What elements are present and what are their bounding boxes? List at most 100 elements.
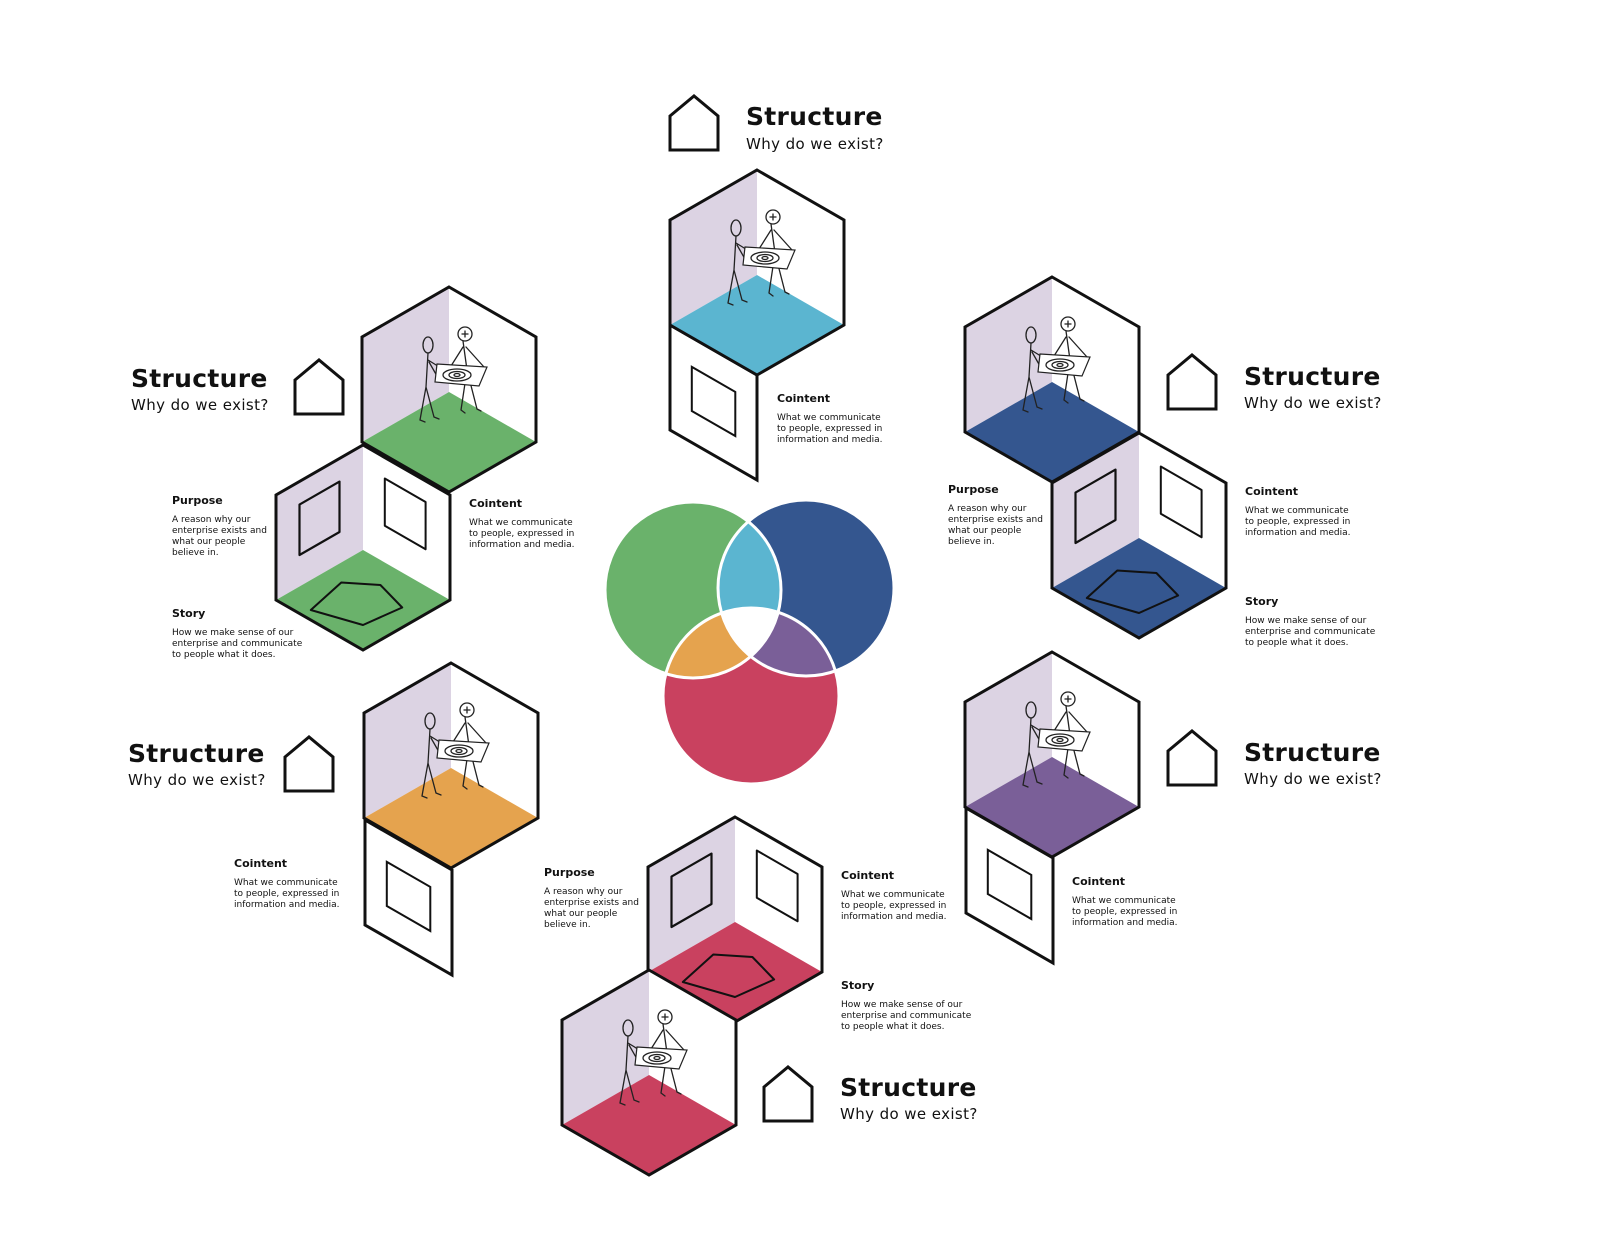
venn-diagram xyxy=(603,498,896,786)
map-contour xyxy=(1056,362,1064,368)
person-body xyxy=(421,728,444,799)
content-square-icon xyxy=(986,848,1033,921)
map-sketch xyxy=(1037,353,1091,377)
content-label: Cointent xyxy=(1072,875,1126,888)
person-body xyxy=(419,352,442,423)
purpose-desc: A reason why our enterprise exists and w… xyxy=(172,515,267,558)
map-contour xyxy=(648,1053,666,1063)
purpose-rounded-square-icon xyxy=(298,480,341,557)
person-body xyxy=(650,1013,685,1097)
purpose-label: Purpose xyxy=(948,483,999,496)
people-sketch-icon xyxy=(1022,316,1091,413)
house-icon xyxy=(762,1065,814,1123)
heading-orange: Structure xyxy=(128,739,265,768)
map-contour xyxy=(1051,735,1069,745)
subheading-blue: Why do we exist? xyxy=(1244,394,1382,412)
people-sketch-icon xyxy=(619,1009,688,1106)
content-square-icon xyxy=(385,860,432,933)
subheading-red: Why do we exist? xyxy=(840,1105,978,1123)
cube-blue-elements xyxy=(1050,431,1228,640)
purpose-desc: A reason why our enterprise exists and w… xyxy=(544,887,639,930)
story-pentagon-icon xyxy=(309,581,404,626)
content-square-icon xyxy=(383,477,427,551)
content-desc: What we communicate to people, expressed… xyxy=(777,413,883,445)
purpose-label: Purpose xyxy=(544,866,595,879)
people-sketch-icon xyxy=(727,209,796,306)
person-head xyxy=(457,326,473,342)
content-desc: What we communicate to people, expressed… xyxy=(1072,896,1178,928)
content-square-icon xyxy=(1159,465,1203,539)
story-desc: How we make sense of our enterprise and … xyxy=(172,628,303,660)
person-head xyxy=(459,702,475,718)
person-body xyxy=(1053,320,1088,404)
content-label: Cointent xyxy=(1245,485,1299,498)
subheading-purple: Why do we exist? xyxy=(1244,770,1382,788)
person-body xyxy=(1022,717,1045,788)
cube-green-room xyxy=(360,285,538,494)
content-wall xyxy=(363,817,454,978)
cube-purple-room xyxy=(963,650,1141,859)
map-contour xyxy=(653,1055,661,1061)
house-icon xyxy=(668,94,720,152)
person-body xyxy=(727,235,750,306)
map-contour xyxy=(642,1051,672,1065)
story-pentagon-icon xyxy=(681,953,776,998)
subheading-top: Why do we exist? xyxy=(746,135,884,153)
map-contour xyxy=(756,253,774,263)
cube-green-elements xyxy=(274,443,452,652)
cube-top-cyan xyxy=(668,168,846,377)
map-sketch xyxy=(436,739,490,763)
person-body xyxy=(450,330,485,414)
people-sketch-icon xyxy=(1022,691,1091,788)
cube-orange-room xyxy=(362,661,540,870)
cube-outline xyxy=(560,968,738,1177)
cube-outline xyxy=(963,650,1141,859)
heading-purple: Structure xyxy=(1244,738,1381,767)
purpose-desc: A reason why our enterprise exists and w… xyxy=(948,504,1043,547)
venn-overlap-green-red-shape xyxy=(663,608,781,678)
venn-overlap-blue-red-shape xyxy=(718,608,839,676)
map-contour xyxy=(444,744,474,758)
content-desc: What we communicate to people, expressed… xyxy=(234,878,340,910)
subheading-orange: Why do we exist? xyxy=(128,771,266,789)
person-head xyxy=(1060,316,1076,332)
cube-outline xyxy=(362,661,540,870)
content-label: Cointent xyxy=(777,392,831,405)
person-body xyxy=(1022,342,1045,413)
content-desc: What we communicate to people, expressed… xyxy=(469,518,575,550)
map-contour xyxy=(453,372,461,378)
venn-overlap-green-red xyxy=(663,608,781,678)
map-contour xyxy=(442,368,472,382)
story-label: Story xyxy=(172,607,206,620)
content-desc: What we communicate to people, expressed… xyxy=(1245,506,1351,538)
map-contour xyxy=(761,255,769,261)
heading-top: Structure xyxy=(746,102,883,131)
content-label: Cointent xyxy=(234,857,288,870)
purpose-rounded-square-icon xyxy=(670,852,713,929)
map-contour xyxy=(455,748,463,754)
heading-red: Structure xyxy=(840,1073,977,1102)
purpose-label: Purpose xyxy=(172,494,223,507)
heading-blue: Structure xyxy=(1244,362,1381,391)
cube-outline xyxy=(668,168,846,377)
map-sketch xyxy=(742,246,796,270)
venn-circle-stroke xyxy=(716,498,896,678)
subheading-green: Why do we exist? xyxy=(131,396,269,414)
person-body xyxy=(1053,695,1088,779)
house-icon xyxy=(293,358,345,416)
purpose-rounded-square-icon xyxy=(1074,468,1117,545)
house-icon xyxy=(1166,729,1218,787)
person-head xyxy=(657,1009,673,1025)
story-desc: How we make sense of our enterprise and … xyxy=(841,1000,972,1032)
story-label: Story xyxy=(841,979,875,992)
person-body xyxy=(619,1035,642,1106)
map-sketch xyxy=(1037,728,1091,752)
cube-red-room xyxy=(560,968,738,1177)
content-square-icon xyxy=(755,849,799,923)
heading-green: Structure xyxy=(131,364,268,393)
map-contour xyxy=(1045,358,1075,372)
cube-outline xyxy=(360,285,538,494)
house-icon xyxy=(1166,353,1218,411)
cube-outline xyxy=(1050,431,1228,640)
